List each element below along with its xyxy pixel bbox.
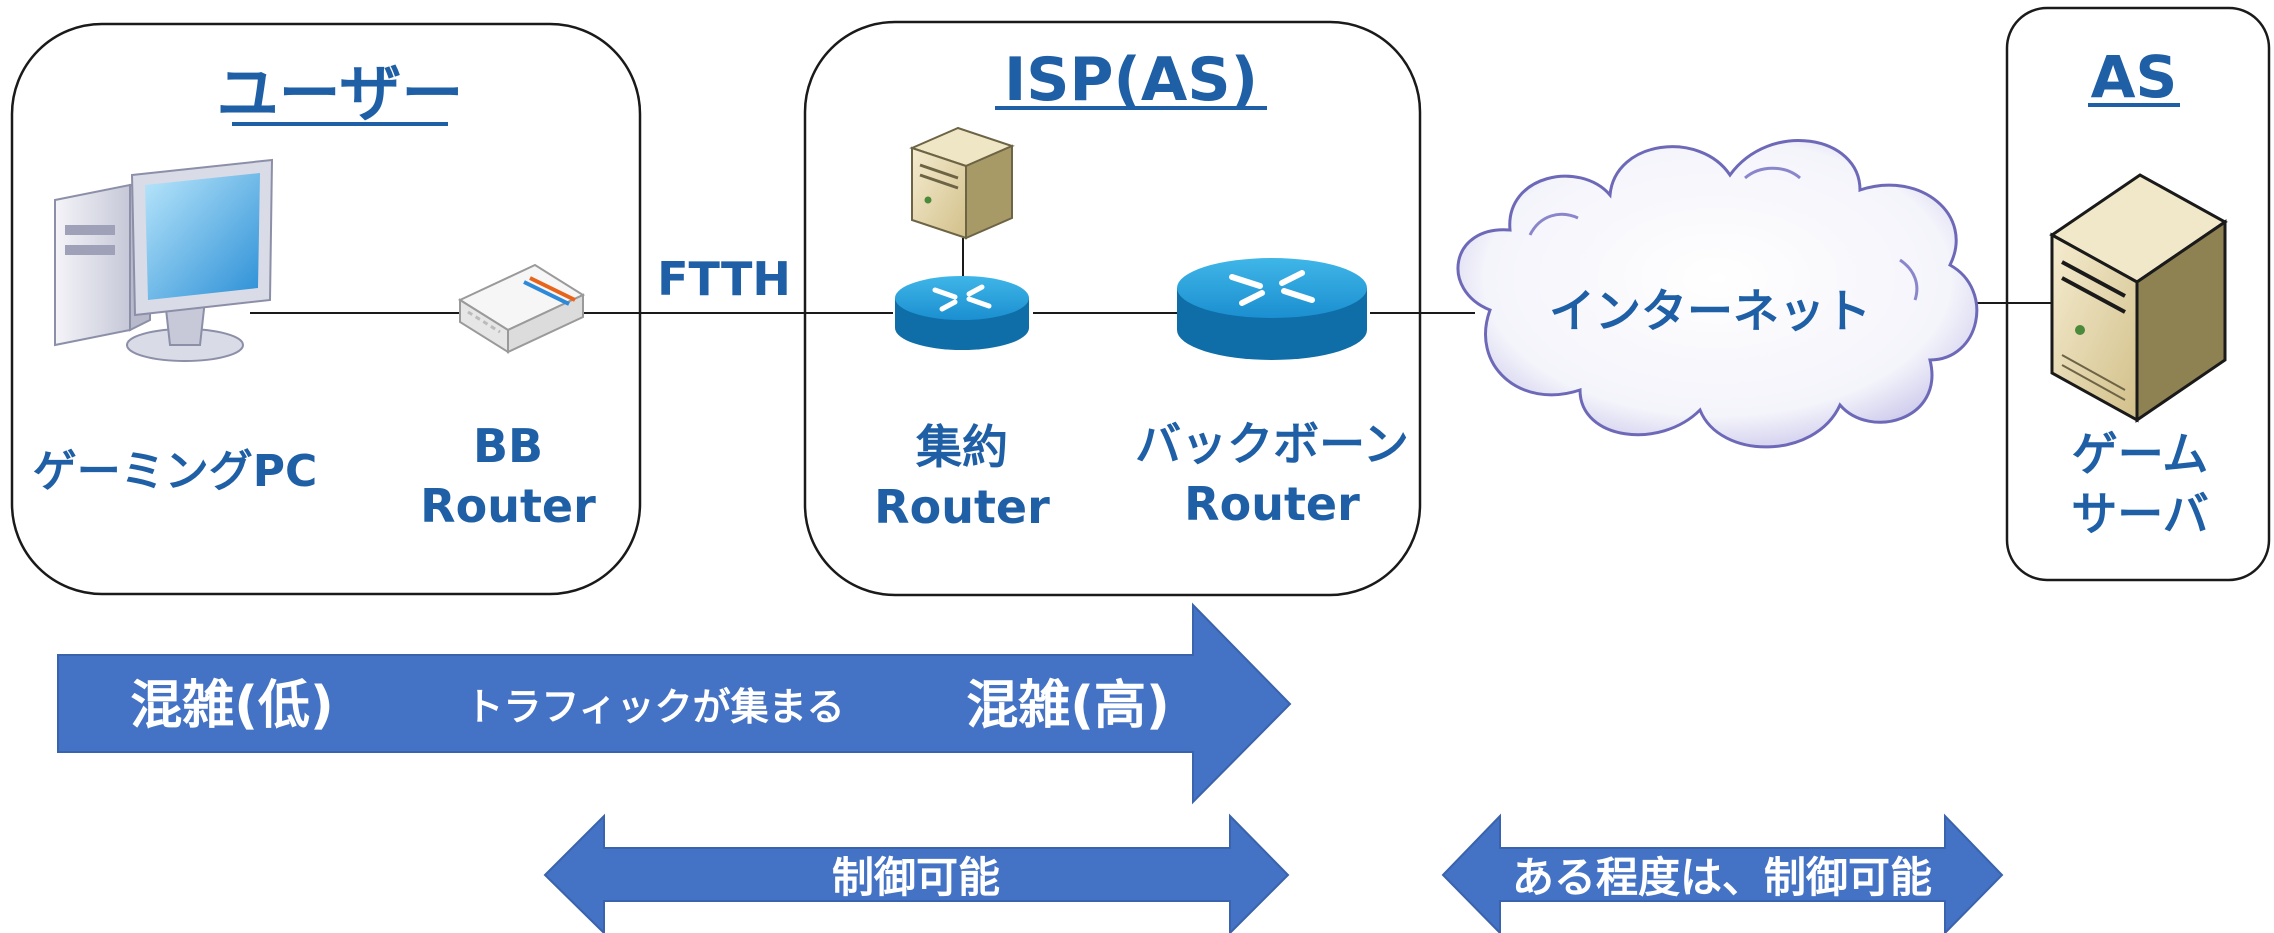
user-zone-box xyxy=(10,22,642,596)
cloud-icon xyxy=(1456,139,1979,449)
desktop-pc-icon xyxy=(54,158,274,362)
internet-label: インターネット xyxy=(1549,284,1871,338)
bb-router-label-line2: Router xyxy=(420,479,596,533)
traffic-arrow-left-text: 混雑(低) xyxy=(130,676,334,736)
as-zone-title: AS xyxy=(2091,43,2178,111)
as-zone-box xyxy=(2005,6,2271,582)
traffic-arrow xyxy=(57,602,1292,805)
isp-zone-title: ISP(AS) xyxy=(1004,45,1258,115)
agg-router-label-line1: 集約 xyxy=(915,420,1008,474)
partially-controllable-arrow xyxy=(1441,813,2004,933)
server-icon xyxy=(2049,173,2228,423)
router-icon xyxy=(895,276,1029,350)
backbone-router-label-line1: バックボーン xyxy=(1135,417,1409,471)
controllable-arrow xyxy=(543,813,1290,933)
game-server-label-line1: ゲーム xyxy=(2072,427,2209,481)
user-zone-title: ユーザー xyxy=(217,57,464,130)
ftth-label: FTTH xyxy=(657,252,791,306)
game-server-label-line2: サーバ xyxy=(2071,487,2209,541)
bb-router-label-line1: BB xyxy=(473,419,543,473)
agg-router-label-line2: Router xyxy=(874,480,1050,534)
home-router-icon xyxy=(457,263,586,354)
isp-zone-box xyxy=(803,20,1422,597)
controllable-arrow-text: 制御可能 xyxy=(832,853,1000,902)
partially-controllable-arrow-text: ある程度は、制御可能 xyxy=(1512,853,1932,902)
backbone-router-label-line2: Router xyxy=(1184,477,1360,531)
gaming-pc-label: ゲーミングPC xyxy=(33,446,318,497)
router-icon xyxy=(1177,258,1367,360)
traffic-arrow-middle-text: トラフィックが集まる xyxy=(465,685,844,729)
server-icon xyxy=(909,126,1015,240)
traffic-arrow-right-text: 混雑(高) xyxy=(966,676,1170,736)
